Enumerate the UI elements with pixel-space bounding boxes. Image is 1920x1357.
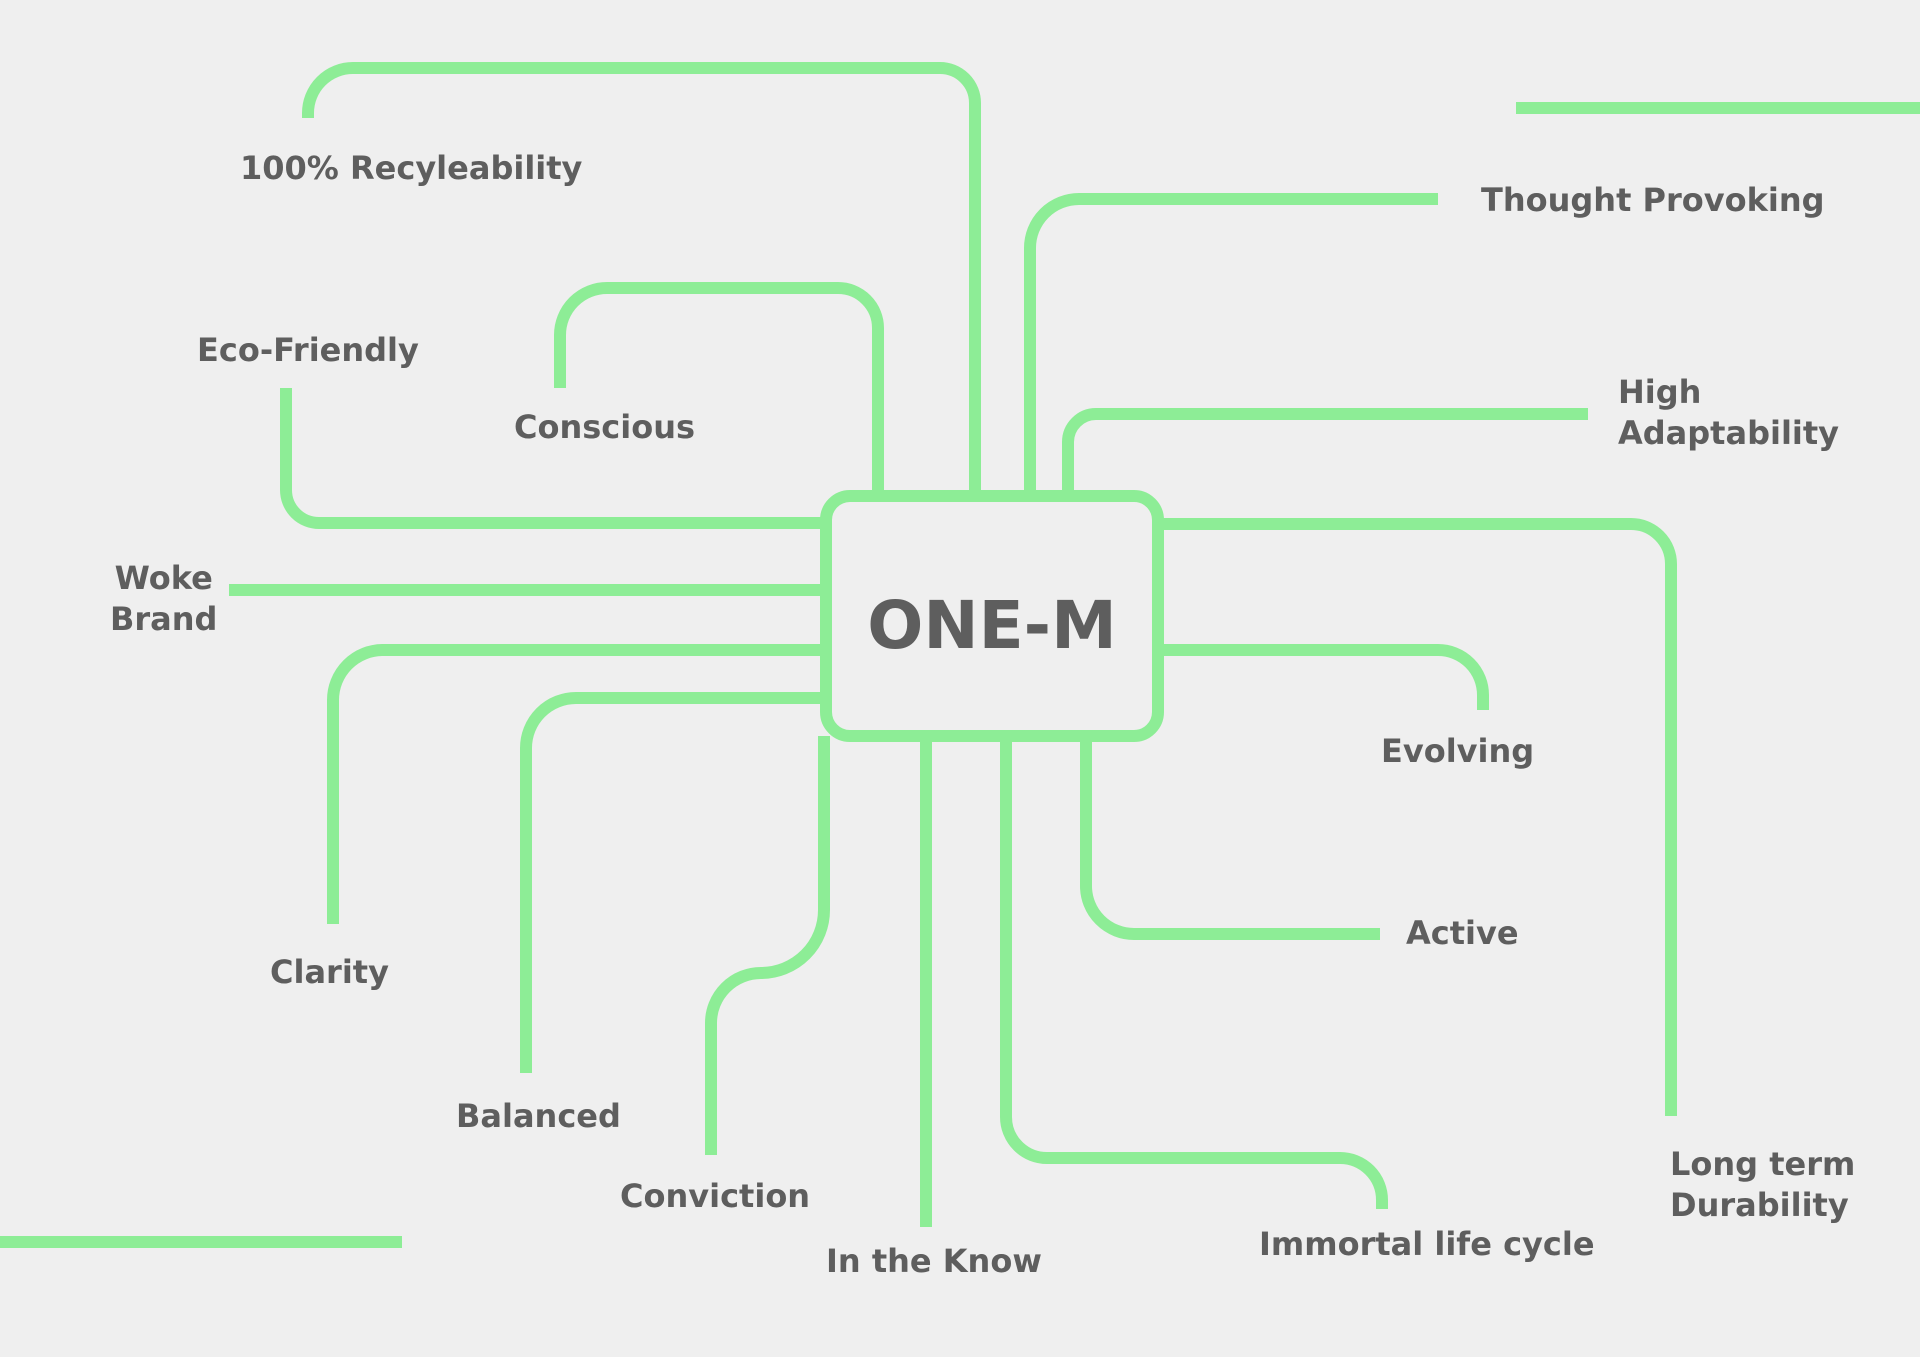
label-recyclability: 100% Recyleability <box>240 149 583 187</box>
label-immortal-life-cycle: Immortal life cycle <box>1259 1225 1595 1263</box>
connector-recyclability <box>302 62 981 496</box>
label-long-term-durability: Long term Durability <box>1670 1144 1855 1226</box>
label-balanced: Balanced <box>456 1097 621 1135</box>
label-clarity: Clarity <box>270 953 389 991</box>
center-box <box>820 490 1164 742</box>
connector-thought-provoking <box>1024 193 1438 496</box>
label-high-adaptability: High Adaptability <box>1618 372 1839 454</box>
label-high-adaptability-line-1: High <box>1618 373 1702 411</box>
label-in-the-know: In the Know <box>826 1242 1042 1280</box>
connector-evolving <box>1158 644 1489 710</box>
label-woke-brand-line-2: Brand <box>110 600 218 638</box>
label-conscious: Conscious <box>514 408 696 446</box>
connector-high-adaptability <box>1062 408 1588 496</box>
label-woke-brand: Woke Brand <box>110 558 217 640</box>
connector-immortal-life-cycle <box>1000 736 1388 1209</box>
label-thought-provoking: Thought Provoking <box>1481 181 1825 219</box>
connector-conscious <box>554 282 884 496</box>
center-title: ONE-M <box>867 586 1117 664</box>
label-long-term-durability-line-2: Durability <box>1670 1186 1849 1224</box>
label-eco-friendly: Eco-Friendly <box>197 331 419 369</box>
connector-long-term-durability <box>1158 518 1677 1116</box>
connector-balanced <box>520 692 826 1073</box>
label-evolving: Evolving <box>1381 732 1535 770</box>
label-long-term-durability-line-1: Long term <box>1670 1145 1856 1183</box>
connector-conviction <box>705 736 830 1155</box>
label-conviction: Conviction <box>620 1177 811 1215</box>
label-woke-brand-line-1: Woke <box>114 559 213 597</box>
connector-active <box>1080 736 1380 940</box>
label-high-adaptability-line-2: Adaptability <box>1618 414 1840 452</box>
connector-eco-friendly <box>280 388 826 529</box>
connector-clarity <box>327 644 826 924</box>
label-active: Active <box>1406 914 1519 952</box>
